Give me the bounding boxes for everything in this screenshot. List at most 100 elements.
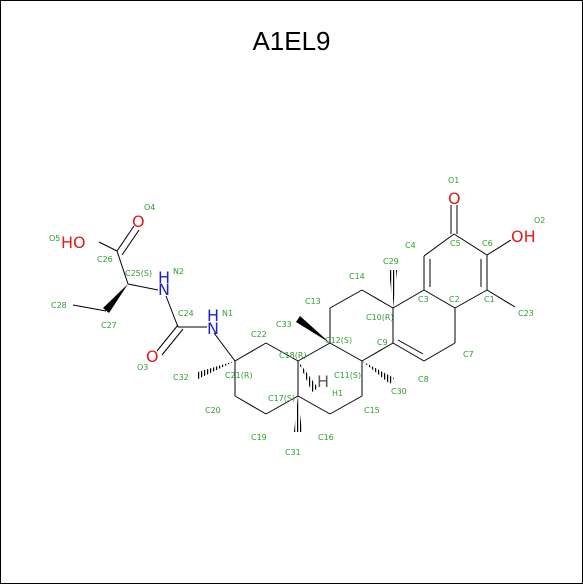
side-chain-bonds bbox=[72, 225, 236, 362]
label-c6: C6 bbox=[482, 239, 493, 248]
bond-c24-n2 bbox=[165, 295, 179, 328]
label-c9: C9 bbox=[377, 338, 388, 347]
bond-c1-c2 bbox=[454, 289, 488, 309]
label-c7: C7 bbox=[463, 350, 474, 359]
ring-c-bonds bbox=[329, 289, 394, 362]
label-c5: C5 bbox=[450, 239, 461, 248]
label-c12: C12(S) bbox=[325, 336, 352, 345]
bond-n2-c25 bbox=[127, 283, 159, 291]
label-c29: C29 bbox=[383, 257, 399, 266]
label-c18: C18(R) bbox=[279, 351, 307, 360]
atom-h-stereo: H bbox=[317, 372, 329, 391]
bond-c26-o4 bbox=[116, 225, 135, 252]
label-c3: C3 bbox=[418, 295, 429, 304]
bond-c12-c11 bbox=[329, 342, 363, 362]
bond-c6-o2 bbox=[486, 239, 512, 256]
atom-o-urea: O bbox=[146, 347, 159, 366]
label-c31: C31 bbox=[285, 448, 301, 457]
label-c33: C33 bbox=[276, 320, 292, 329]
bond-c4-c5 bbox=[423, 233, 455, 257]
atom-n-2: N bbox=[158, 280, 170, 299]
bond-c26-o4-double bbox=[121, 229, 140, 256]
stereo-bonds bbox=[198, 270, 397, 432]
label-c20: C20 bbox=[205, 406, 221, 415]
label-c26: C26 bbox=[97, 255, 113, 264]
atom-ho-acid: HO bbox=[61, 233, 86, 252]
label-c1: C1 bbox=[484, 295, 495, 304]
bond-c24-o3 bbox=[156, 324, 179, 352]
wedge-bond-c25-c27 bbox=[103, 284, 128, 313]
bond-c18-c12 bbox=[297, 342, 331, 362]
label-c15: C15 bbox=[364, 406, 380, 415]
bond-c26-o5 bbox=[98, 241, 118, 252]
label-n2: N2 bbox=[173, 267, 184, 276]
bond-c16-c17 bbox=[297, 395, 331, 415]
hash-bond-c21-c32 bbox=[198, 361, 235, 379]
label-o5: O5 bbox=[49, 234, 60, 243]
label-c4: C4 bbox=[405, 241, 416, 250]
label-c25: C25(S) bbox=[125, 269, 152, 278]
hetero-atoms: O OH HO O O N H N H H bbox=[61, 189, 536, 391]
bond-c19-c17 bbox=[265, 395, 299, 415]
bond-c2-c3 bbox=[423, 289, 456, 309]
label-c32: C32 bbox=[173, 373, 189, 382]
bond-c24-o3-double bbox=[161, 328, 184, 356]
label-c2: C2 bbox=[449, 295, 460, 304]
label-c16: C16 bbox=[318, 433, 334, 442]
atom-o-ketone: O bbox=[448, 189, 461, 208]
ring-b-bonds bbox=[392, 289, 456, 362]
label-o3: O3 bbox=[137, 363, 148, 372]
label-c24: C24 bbox=[178, 309, 194, 318]
bond-c25-c26 bbox=[116, 250, 129, 285]
atom-n-2-h: H bbox=[158, 268, 170, 287]
ring-d-bonds bbox=[297, 342, 363, 415]
atom-oh-hydroxyl: OH bbox=[511, 227, 536, 246]
label-c27: C27 bbox=[101, 321, 117, 330]
bond-c11-c9 bbox=[361, 342, 394, 362]
ring-a-bonds bbox=[423, 205, 516, 309]
label-o1: O1 bbox=[448, 176, 459, 185]
label-c19: C19 bbox=[251, 433, 267, 442]
label-c11: C11(S) bbox=[334, 371, 361, 380]
bond-c10-c14 bbox=[361, 289, 394, 309]
bond-c27-c28 bbox=[72, 304, 107, 312]
label-c21: C21(R) bbox=[225, 371, 253, 380]
label-c13: C13 bbox=[305, 297, 321, 306]
atom-o-acid: O bbox=[132, 212, 145, 231]
label-n1: N1 bbox=[222, 309, 233, 318]
hash-bond-c11-c30 bbox=[362, 361, 394, 384]
bond-c1-c23 bbox=[486, 289, 516, 308]
label-c30: C30 bbox=[391, 387, 407, 396]
hash-bond-c18-h1 bbox=[298, 361, 318, 392]
label-c17: C17(S) bbox=[268, 394, 295, 403]
label-o4: O4 bbox=[144, 203, 155, 212]
bond-c20-c19 bbox=[234, 395, 267, 415]
label-c28: C28 bbox=[51, 301, 67, 310]
atom-index-labels: O1 O2 O3 O4 O5 N1 N2 H1 C1 C2 C3 C4 C5 C… bbox=[49, 176, 545, 457]
label-c23: C23 bbox=[518, 309, 534, 318]
wedge-bond-c12-c33 bbox=[296, 316, 330, 343]
atom-n-1-h: H bbox=[207, 306, 219, 325]
bond-c10-c3 bbox=[392, 289, 425, 309]
bond-c18-c22 bbox=[265, 342, 299, 362]
bond-c21-n1 bbox=[213, 332, 236, 362]
ring-e-bonds bbox=[234, 342, 299, 415]
label-c22: C22 bbox=[251, 330, 267, 339]
bond-c5-c6 bbox=[453, 233, 488, 256]
bond-c22-c21 bbox=[234, 342, 267, 362]
bond-c8-c9 bbox=[392, 342, 425, 362]
bond-c14-c13 bbox=[329, 289, 363, 309]
label-c10: C10(R) bbox=[366, 313, 394, 322]
label-o2: O2 bbox=[534, 216, 545, 225]
bond-c15-c16 bbox=[329, 395, 363, 415]
bond-c8-c9-double bbox=[397, 339, 424, 355]
label-c8: C8 bbox=[418, 375, 429, 384]
label-c14: C14 bbox=[349, 272, 365, 281]
hash-bond-c17-c31 bbox=[294, 396, 302, 432]
label-h1: H1 bbox=[332, 389, 343, 398]
hash-bond-c10-c29 bbox=[389, 270, 397, 308]
atom-n-1: N bbox=[207, 319, 219, 338]
bond-c7-c8 bbox=[423, 342, 456, 362]
